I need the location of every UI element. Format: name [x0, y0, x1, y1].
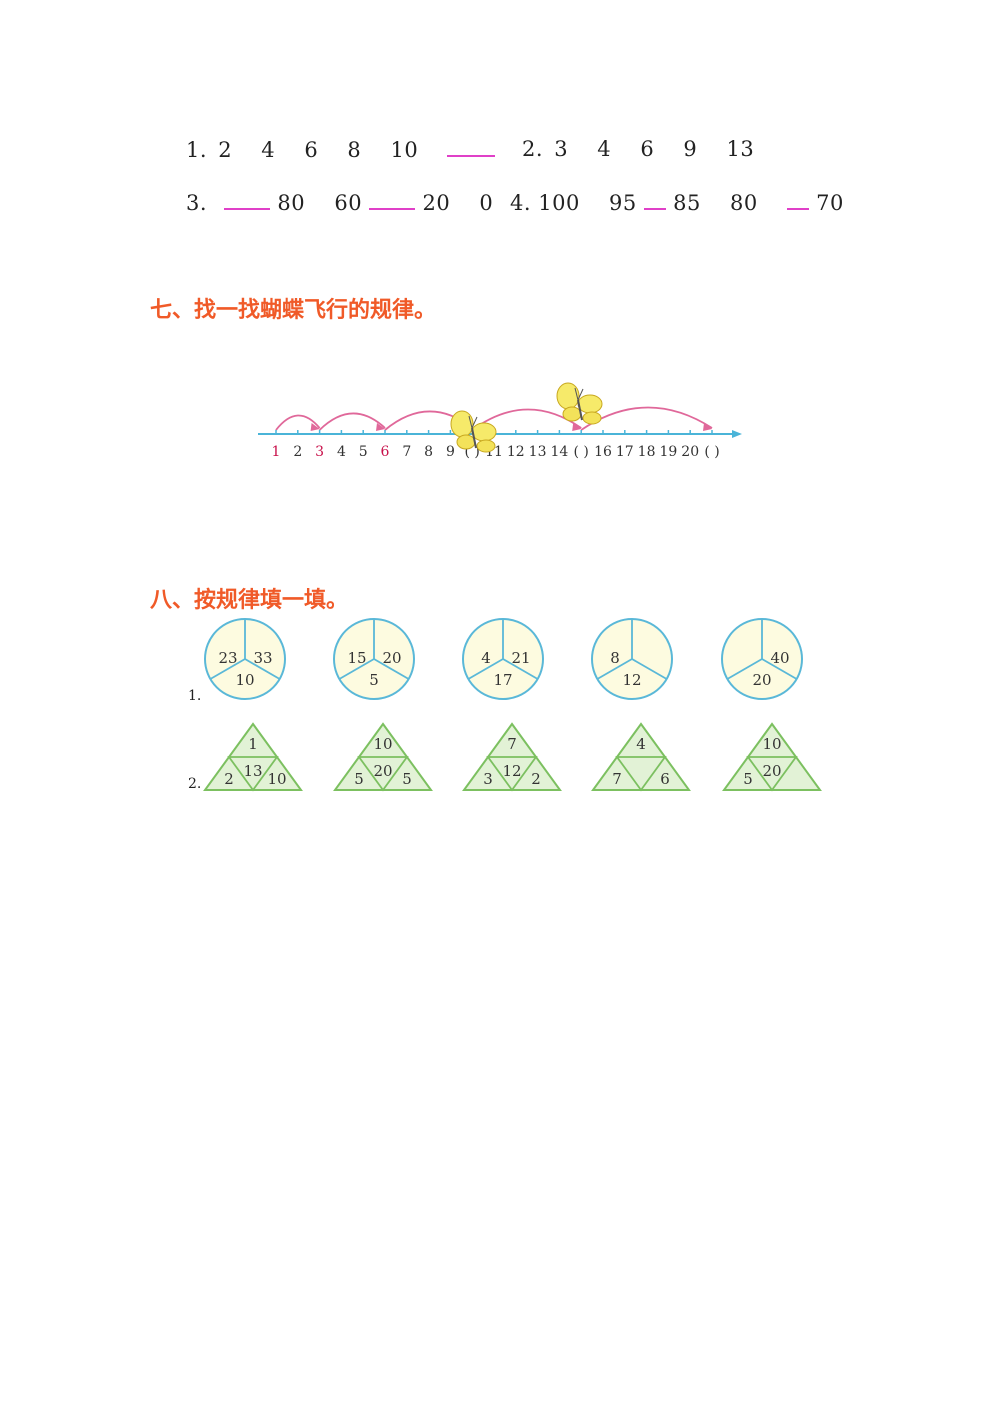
triangle-value-top: 10 [762, 735, 781, 753]
number-label: 13 [529, 444, 547, 460]
butterfly-icon [556, 382, 603, 425]
triangle-value-right: 6 [660, 770, 670, 788]
triangle-value-center: 20 [762, 762, 781, 780]
answer-blank[interactable] [447, 137, 496, 157]
triangle-value-left: 5 [743, 770, 753, 788]
circle-value-bottom: 20 [752, 671, 771, 689]
circle-puzzle: 23 33 10 [204, 618, 286, 700]
question-number: 4. [510, 191, 532, 215]
arrowhead [572, 423, 582, 431]
arrowhead [310, 423, 320, 431]
sequence-q1: 1. 2 4 6 8 10 [186, 137, 496, 162]
circle-value-bottom: 12 [622, 671, 641, 689]
circle-puzzle: 15 205 [333, 618, 415, 700]
triangle-value-center: 13 [243, 762, 262, 780]
triangle-value-top: 4 [636, 735, 646, 753]
section-heading-8: 八、按规律填一填。 [150, 588, 349, 613]
number-label: ( ) [574, 444, 589, 460]
number-label: 20 [681, 444, 699, 460]
circle-value-left: 8 [610, 649, 620, 667]
answer-blank[interactable] [786, 190, 809, 210]
triangle-value-center: 12 [502, 762, 521, 780]
answer-blank[interactable] [369, 190, 416, 210]
triangle-puzzle: 10 20 5 5 [333, 722, 433, 792]
question-number: 2. [522, 137, 544, 161]
number-label: 9 [446, 444, 455, 460]
number-label: 1 [272, 444, 281, 460]
circle-value-left: 15 [347, 649, 366, 667]
triangle-value-top: 7 [507, 735, 517, 753]
circle-value-bottom: 17 [493, 671, 512, 689]
number-axis [258, 430, 742, 438]
number-label: 4 [337, 444, 346, 460]
sequence-q3: 3. 80 60 20 0 [186, 190, 494, 215]
number-label: 18 [638, 444, 656, 460]
number-label: 2 [293, 444, 302, 460]
triangle-value-right: 10 [267, 770, 286, 788]
butterfly-icon [450, 410, 497, 453]
circle-puzzle: 812 [591, 618, 673, 700]
row-label-circles: 1. [188, 688, 202, 704]
number-label: 14 [550, 444, 568, 460]
triangle-puzzle: 10 20 5 [722, 722, 822, 792]
section-heading-7: 七、找一找蝴蝶飞行的规律。 [150, 298, 437, 323]
number-label: 19 [659, 444, 677, 460]
number-label: ( ) [704, 444, 719, 460]
number-label: 8 [424, 444, 433, 460]
triangle-puzzle: 7 12 3 2 [462, 722, 562, 792]
triangle-value-top: 1 [248, 735, 258, 753]
circle-puzzle: 4 21 17 [462, 618, 544, 700]
number-label: 6 [381, 444, 390, 460]
number-label: 17 [616, 444, 634, 460]
triangle-value-left: 5 [354, 770, 364, 788]
triangle-puzzle: 1 13 2 10 [203, 722, 303, 792]
triangle-value-right: 5 [402, 770, 412, 788]
number-label: 7 [402, 444, 411, 460]
number-label: 3 [315, 444, 324, 460]
arrowhead [703, 423, 712, 431]
answer-blank[interactable] [224, 190, 271, 210]
question-number: 1. [186, 138, 208, 162]
triangle-value-left: 2 [224, 770, 234, 788]
question-number: 3. [186, 191, 208, 215]
triangle-value-left: 3 [483, 770, 493, 788]
triangle-value-right: 2 [531, 770, 541, 788]
sequence-q2: 2. 3 4 6 9 13 [522, 137, 755, 161]
sequence-q4: 4. 100 95 85 80 70 [510, 190, 844, 215]
answer-blank[interactable] [643, 190, 666, 210]
circle-value-right: 40 [770, 649, 789, 667]
number-label: 5 [359, 444, 368, 460]
triangle-value-center: 20 [373, 762, 392, 780]
circle-value-right: 33 [253, 649, 272, 667]
arrowhead [376, 423, 385, 431]
circle-value-right: 20 [382, 649, 401, 667]
triangle-value-top: 10 [373, 735, 392, 753]
circle-value-bottom: 5 [369, 671, 379, 689]
jump-arrow [318, 412, 386, 431]
circle-value-right: 21 [511, 649, 530, 667]
circle-value-bottom: 10 [235, 671, 254, 689]
jump-arrow [275, 414, 321, 431]
row-label-triangles: 2. [188, 776, 202, 792]
number-label: 12 [507, 444, 525, 460]
number-label: 16 [594, 444, 612, 460]
triangle-puzzle: 47 6 [591, 722, 691, 792]
circle-value-left: 23 [218, 649, 237, 667]
triangle-value-left: 7 [612, 770, 622, 788]
circle-value-left: 4 [481, 649, 491, 667]
